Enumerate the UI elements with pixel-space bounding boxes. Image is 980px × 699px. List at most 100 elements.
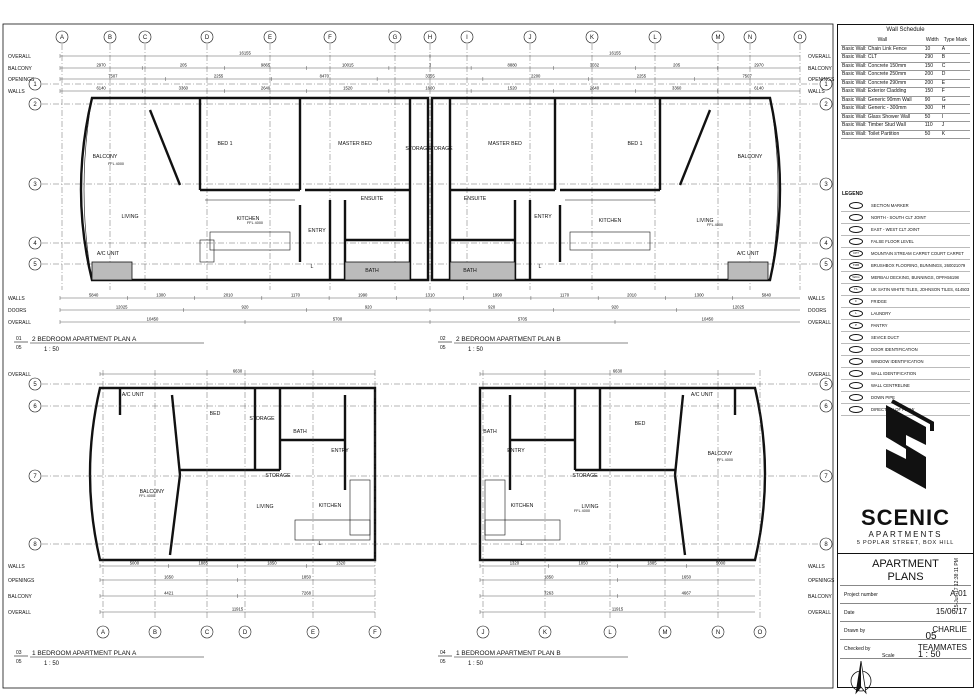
legend-item: SEVICE DUCT <box>841 332 970 344</box>
legend-symbol-icon: F <box>841 298 871 306</box>
svg-text:4: 4 <box>824 241 828 247</box>
dim-value: 7263 <box>544 591 554 596</box>
row-bubble-bottom-right-6: 6 <box>819 399 833 413</box>
row-bubble-top-right-5: 5 <box>819 257 833 271</box>
svg-text:L: L <box>653 35 657 41</box>
plan-1a-room-label: BALCONY <box>140 489 165 495</box>
legend-text: MERBAU DECKING, BUNNINGS, OPPA56198 <box>871 275 959 280</box>
row-bubble-bottom-7: 7 <box>28 469 42 483</box>
plan-title-scale: 1 : 50 <box>44 661 60 667</box>
grid-bubble-h: H <box>423 30 437 44</box>
wall-width-cell: 290 <box>923 53 941 63</box>
plan-b-room-label: A/C UNIT <box>737 251 760 257</box>
dim-value: 7268 <box>302 591 312 596</box>
svg-text:4: 4 <box>33 241 37 247</box>
svg-text:7: 7 <box>33 474 37 480</box>
scale-label: Scale <box>882 653 895 659</box>
dim-value: 920 <box>612 305 620 310</box>
wall-name-cell: Basic Wall: Concrete 290mm <box>841 79 924 88</box>
dim-label-left: OPENINGS <box>8 77 35 83</box>
grid-bubble-bottom-e: E <box>306 625 320 639</box>
dim-value: 5705 <box>518 317 528 322</box>
dim-value: 2970 <box>96 63 106 68</box>
dim-label-right: OVERALL <box>808 54 831 60</box>
project-number-row: Project number A-01 <box>840 585 971 604</box>
legend-item: WALL IDENTIFICATION <box>841 368 970 380</box>
checked-by-row: Checked by TEAMMATES <box>840 639 971 659</box>
wall-width-cell: 10 <box>923 45 941 54</box>
plan-2bed-a <box>79 96 430 282</box>
legend-text: NORTH - SOUTH CLT JOINT <box>871 215 927 220</box>
wall-type-cell: J <box>940 121 970 131</box>
project-number-label: Project number <box>844 592 878 598</box>
row-bubble-bottom-right-5: 5 <box>819 377 833 391</box>
plan-1bed-a <box>88 386 377 562</box>
dim-value: 1320 <box>510 561 520 566</box>
svg-text:B: B <box>108 35 112 41</box>
row-bubble-bottom-right-8: 8 <box>819 537 833 551</box>
grid-bubble-a: A <box>55 30 69 44</box>
legend-symbol-icon <box>841 346 871 354</box>
legend-symbol-icon: P <box>841 322 871 330</box>
grid-bubble-n: N <box>743 30 757 44</box>
dim-value: 1520 <box>508 86 518 91</box>
dim-value: 2200 <box>531 74 541 79</box>
wall-width-cell: 150 <box>923 62 941 71</box>
dim-value: 205 <box>180 63 188 68</box>
drawn-by-row: Drawn by CHARLIE <box>840 621 971 640</box>
row-bubble-top-right-4: 4 <box>819 236 833 250</box>
wall-type-cell: I <box>940 113 970 122</box>
grid-bubble-bottom-o: O <box>753 625 767 639</box>
scale-value: 1 : 50 <box>918 649 941 659</box>
dim-value: 1520 <box>343 86 353 91</box>
plan-1b-room-label: L <box>521 541 524 547</box>
wall-width-cell: 200 <box>923 79 941 88</box>
wall-width-cell: 50 <box>923 130 941 139</box>
plan-b-room-label: BED 1 <box>628 141 643 147</box>
dim-value: 1850 <box>302 575 312 580</box>
legend-symbol-icon: CPT <box>841 250 871 258</box>
grid-bubble-bottom-l: L <box>603 625 617 639</box>
svg-text:G: G <box>393 35 398 41</box>
plan-b-room-label: STORAGE <box>427 146 453 152</box>
dim-label-left: OPENINGS <box>8 578 35 584</box>
svg-text:K: K <box>543 630 547 636</box>
row-bubble-top-3: 3 <box>28 177 42 191</box>
legend-text: WINDOW IDENTIFICATION <box>871 359 924 364</box>
legend-symbol-icon <box>841 238 871 246</box>
plan-a-room-label: KITCHEN <box>237 216 260 222</box>
legend-symbol-icon <box>841 214 871 222</box>
wall-type-cell: E <box>940 79 970 88</box>
wall-name-cell: Basic Wall: Glass Shower Wall <box>841 113 924 122</box>
plan-b-room-label: ENTRY <box>534 214 552 220</box>
row-bubble-top-1: 1 <box>28 77 42 91</box>
title-block-panel: Wall Schedule Wall Width Type Mark Basic… <box>837 24 974 695</box>
plan-title-text: 2 BEDROOM APARTMENT PLAN A <box>32 336 137 343</box>
svg-text:M: M <box>716 35 721 41</box>
dim-label-right: WALLS <box>808 296 825 302</box>
plan-a-room-label: BATH <box>365 268 379 274</box>
plan-title-number: 04 <box>440 650 446 656</box>
wall-width-cell: 150 <box>923 87 941 97</box>
dim-value: 1885 <box>198 561 208 566</box>
plan-title-number: 01 <box>16 336 22 342</box>
dim-value: 4667 <box>682 591 692 596</box>
wall-type-cell: A <box>940 45 970 54</box>
plan-a-room-label: ENSUITE <box>361 196 384 202</box>
wall-type-cell: F <box>940 87 970 97</box>
wall-name-cell: Basic Wall: Chain Link Fence <box>841 45 924 54</box>
dim-value: 2255 <box>637 74 647 79</box>
plan-1b-room-label: KITCHEN <box>511 503 534 509</box>
wall-type-cell: C <box>940 62 970 71</box>
dim-value: 1300 <box>156 293 166 298</box>
legend-symbol-icon <box>841 370 871 378</box>
svg-text:K: K <box>590 35 594 41</box>
dim-value: 6630 <box>233 369 243 374</box>
print-timestamp: 15-Jun-17 12:38:11 PM <box>954 558 960 610</box>
row-bubble-top-right-1: 1 <box>819 77 833 91</box>
